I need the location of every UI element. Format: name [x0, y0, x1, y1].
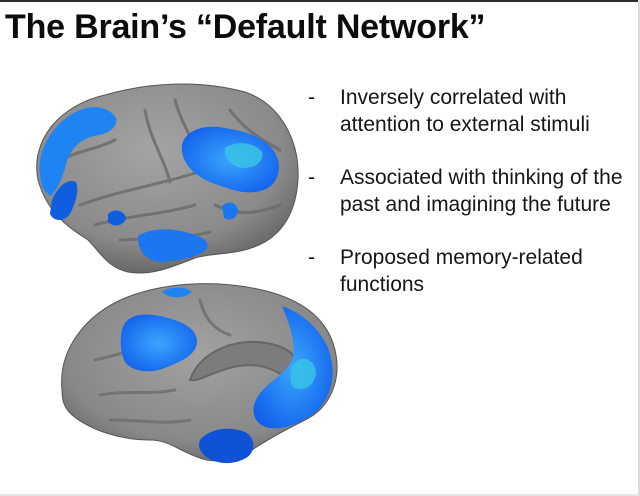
lateral-activation-spot [222, 202, 238, 220]
lateral-activation-frontal [39, 107, 117, 196]
top-border [0, 0, 640, 2]
medial-brain-view [61, 283, 338, 464]
bullet-text: Inversely correlated with attention to e… [340, 86, 590, 136]
bullet-marker: - [308, 246, 315, 269]
lateral-activation-small [108, 210, 126, 226]
lateral-activation-parietal-core [224, 143, 263, 168]
bullet-text: Associated with thinking of the past and… [340, 166, 623, 216]
medial-activation-posterior-core [290, 358, 316, 390]
bullet-marker: - [308, 86, 315, 109]
lateral-activation-frontal-lower [50, 180, 78, 220]
bullet-text: Proposed memory-related functions [340, 246, 583, 296]
slide-title: The Brain’s “Default Network” [5, 8, 486, 46]
bullet-item: - Associated with thinking of the past a… [308, 164, 628, 218]
lateral-activation-temporal [138, 229, 208, 262]
bullet-item: - Inversely correlated with attention to… [308, 84, 628, 138]
bullet-list: - Inversely correlated with attention to… [308, 84, 628, 324]
medial-activation-temporal [199, 428, 254, 464]
medial-activation-top [162, 287, 192, 298]
bullet-item: - Proposed memory-related functions [308, 244, 628, 298]
medial-activation-prefrontal [120, 314, 198, 372]
bullet-marker: - [308, 166, 315, 189]
right-border [638, 0, 640, 496]
lateral-brain-view [36, 83, 299, 274]
bottom-border [0, 494, 640, 496]
